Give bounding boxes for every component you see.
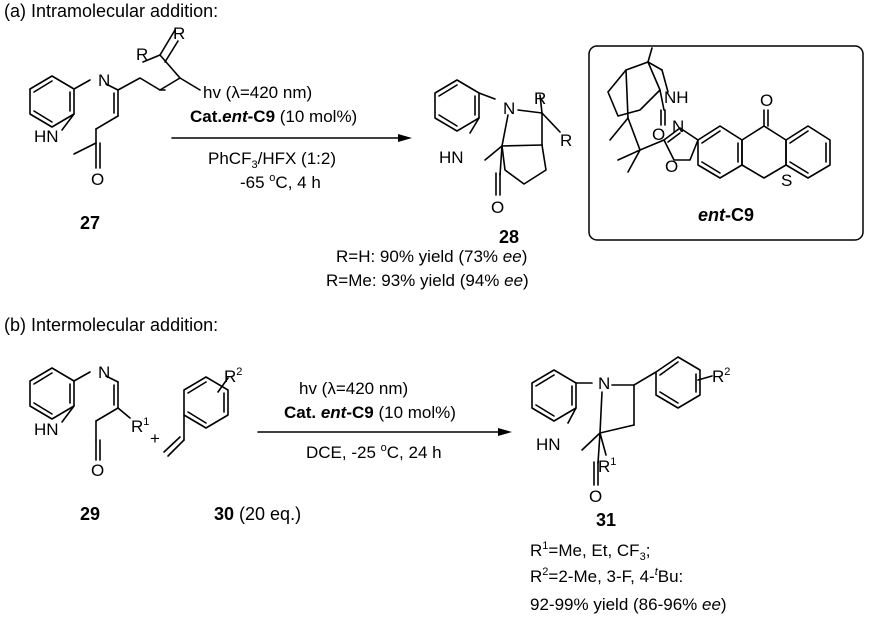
plus-sign: +: [150, 429, 160, 448]
section-b-condition-light: hv (λ=420 nm): [299, 379, 408, 398]
section-a-condition-light: hv (λ=420 nm): [203, 83, 312, 102]
compound-28-r-top: R: [534, 89, 546, 108]
section-b-scope-3: 92-99% yield (86-96% ee): [530, 595, 727, 614]
section-b-header: (b) Intermolecular addition:: [4, 315, 218, 335]
catalyst-o-oxazole: O: [665, 157, 678, 176]
compound-31-r2: R2: [712, 366, 730, 386]
compound-29-structure: [29, 367, 131, 461]
catalyst-o-carbonyl: O: [652, 125, 665, 144]
compound-28-structure: [434, 79, 561, 196]
catalyst-label: ent-C9: [698, 205, 754, 225]
section-a-condition-catalyst: Cat.ent-C9 (10 mol%): [190, 107, 357, 126]
compound-27-hn-atom: HN: [34, 127, 59, 146]
reaction-arrow-b-head: [498, 428, 512, 436]
compound-27-r-right: R: [173, 24, 185, 43]
section-a-condition-temp: -65 oC, 4 h: [240, 172, 321, 192]
catalyst-o-ketone: O: [760, 91, 773, 110]
compound-28-o-atom: O: [491, 198, 504, 217]
compound-29-n-atom: N: [98, 363, 110, 382]
catalyst-nh-atom: NH: [664, 88, 689, 107]
compound-31-hn-atom: HN: [536, 435, 561, 454]
compound-31-n-atom: N: [598, 374, 610, 393]
compound-27-r-left: R: [136, 45, 148, 64]
compound-29-o-atom: O: [91, 461, 104, 480]
compound-29-hn-atom: HN: [34, 420, 59, 439]
compound-30-label: 30 (20 eq.): [214, 504, 301, 524]
reaction-arrow-a-head: [398, 134, 412, 142]
compound-29-label: 29: [80, 504, 100, 524]
compound-28-hn-atom: HN: [439, 148, 464, 167]
catalyst-ent-c9-structure: [607, 47, 831, 179]
compound-31-r1: R1: [598, 456, 616, 476]
catalyst-s-atom: S: [781, 171, 792, 190]
compound-27-structure: [29, 29, 201, 169]
section-a-result-2: R=Me: 93% yield (94% ee): [326, 271, 529, 290]
section-b-scope-2: R2=2-Me, 3-F, 4-tBu:: [530, 566, 683, 586]
compound-28-r-right: R: [560, 131, 572, 150]
section-b-condition-catalyst: Cat. ent-C9 (10 mol%): [284, 403, 456, 422]
compound-27-label: 27: [80, 213, 100, 233]
compound-27-n-atom: N: [98, 71, 110, 90]
section-b-condition-solvent: DCE, -25 oC, 24 h: [306, 442, 442, 462]
section-b-scope-1: R1=Me, Et, CF3;: [530, 540, 650, 563]
compound-30-r2: R2: [224, 366, 242, 386]
compound-28-n-atom: N: [503, 99, 515, 118]
compound-31-label: 31: [596, 510, 616, 530]
compound-31-structure: [531, 356, 713, 486]
compound-29-r1: R1: [131, 416, 149, 436]
section-a-result-1: R=H: 90% yield (73% ee): [336, 247, 527, 266]
compound-28-label: 28: [499, 227, 519, 247]
catalyst-n-oxazole: N: [672, 117, 684, 136]
catalyst-box: [588, 45, 864, 241]
compound-27-o-atom: O: [91, 170, 104, 189]
compound-31-o-atom: O: [589, 487, 602, 506]
compound-30-structure: [163, 376, 229, 457]
section-a-header: (a) Intramolecular addition:: [4, 1, 218, 21]
section-a-condition-solvent: PhCF3/HFX (1:2): [208, 149, 336, 171]
